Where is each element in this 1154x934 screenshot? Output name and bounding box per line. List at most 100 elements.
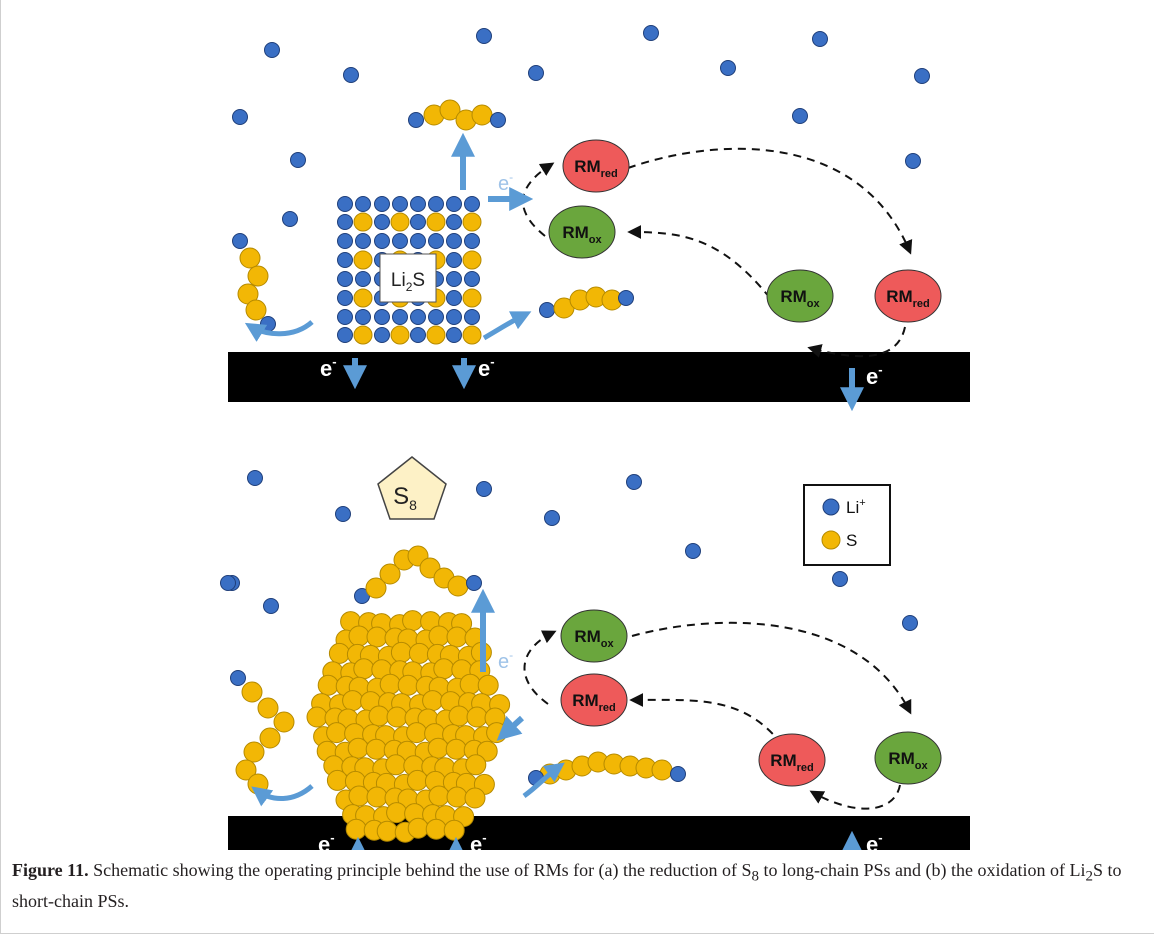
li-ion xyxy=(643,25,659,41)
li-ion xyxy=(392,233,408,249)
dash-arrow-top-arc xyxy=(627,147,913,255)
li-ion xyxy=(428,233,444,249)
li-ion xyxy=(626,474,642,490)
sulfur-atom xyxy=(342,690,364,712)
li-ion xyxy=(476,481,492,497)
li-ion xyxy=(720,60,736,76)
s8-pentagon xyxy=(377,456,447,520)
li-ion xyxy=(446,290,462,306)
sulfur-atom xyxy=(366,626,388,648)
sulfur-atom xyxy=(462,250,482,270)
blue-curve-right-top xyxy=(482,311,532,341)
sulfur-atom xyxy=(241,681,263,703)
legend-box xyxy=(803,484,891,566)
figure-caption: Figure 11. Schematic showing the operati… xyxy=(12,860,1122,911)
sulfur-atom xyxy=(259,727,281,749)
rm-ox-label: RMox xyxy=(780,287,820,310)
sulfur-atom xyxy=(402,610,424,632)
li-ion xyxy=(464,309,480,325)
sulfur-atom xyxy=(406,769,428,791)
rm-ox-label: RMox xyxy=(562,223,602,246)
li-ion xyxy=(355,196,371,212)
sulfur-atom xyxy=(247,265,269,287)
dash-arrow-bot-arc xyxy=(631,621,912,715)
li-ion xyxy=(446,271,462,287)
sulfur-atom xyxy=(273,711,295,733)
sulfur-atom xyxy=(446,786,468,808)
sulfur-atom xyxy=(459,673,481,695)
sulfur-atom xyxy=(379,673,401,695)
li-ion xyxy=(446,327,462,343)
li-ion xyxy=(490,112,506,128)
electron-label-bot-right: e- xyxy=(866,830,883,850)
dash-arrow-top-ox-left xyxy=(627,225,771,299)
sulfur-atom xyxy=(368,705,390,727)
sulfur-atom xyxy=(477,674,499,696)
rm-red-label: RMred xyxy=(770,751,814,774)
li-ion xyxy=(290,152,306,168)
li-ion xyxy=(410,309,426,325)
li-ion xyxy=(337,196,353,212)
li-ion xyxy=(220,575,236,591)
sulfur-atom xyxy=(390,325,410,345)
sulfur-atom xyxy=(443,819,465,841)
rm-ox-label: RMox xyxy=(888,749,928,772)
li-ion xyxy=(685,543,701,559)
li-ion xyxy=(539,302,555,318)
li2s-box xyxy=(379,253,437,303)
s8-cluster xyxy=(306,610,511,843)
sulfur-atom xyxy=(390,212,410,232)
li-ion xyxy=(337,233,353,249)
li-ion xyxy=(410,233,426,249)
sulfur-atom xyxy=(425,818,447,840)
rm-red-label: RMred xyxy=(572,691,616,714)
sulfur-atom xyxy=(462,325,482,345)
sulfur-atom xyxy=(365,738,387,760)
li-ion xyxy=(343,67,359,83)
li2s-label: Li2S xyxy=(391,270,425,294)
electron-label-top-left: e- xyxy=(320,354,337,381)
sulfur-atom xyxy=(379,563,401,585)
li-ion xyxy=(670,766,686,782)
blue-arrow-diag-bot xyxy=(496,715,525,741)
electron-label-bot-light: e- xyxy=(498,648,513,673)
dash-arrow-bot-red-left xyxy=(629,692,791,757)
dash-arrow-top-curve xyxy=(522,162,555,237)
sulfur-atom xyxy=(464,787,486,809)
dash-arrow-top-bottom xyxy=(807,326,906,358)
sulfur-atom xyxy=(446,626,468,648)
sulfur-atom xyxy=(353,250,373,270)
sulfur-atom xyxy=(348,785,370,807)
sulfur-atom xyxy=(328,642,350,664)
sulfur-atom xyxy=(390,641,412,663)
dash-arrow-bot-curve xyxy=(523,630,557,705)
sulfur-atom xyxy=(386,706,408,728)
li-ion xyxy=(232,109,248,125)
sulfur-atom xyxy=(326,722,348,744)
rm-ox-ellipse xyxy=(874,731,942,785)
li-ion xyxy=(446,196,462,212)
electron-label-bot-mid: e- xyxy=(470,830,487,850)
rm-red-label: RMred xyxy=(574,157,618,180)
legend-s-label: S xyxy=(846,531,857,550)
li-ion xyxy=(408,112,424,128)
blue-curve-left-top xyxy=(244,320,314,342)
li-ion xyxy=(335,506,351,522)
rm-ox-ellipse xyxy=(560,609,628,663)
li-ion xyxy=(264,42,280,58)
rm-red-ellipse xyxy=(874,269,942,323)
li-ion xyxy=(544,510,560,526)
legend-s-marker xyxy=(821,530,841,550)
li-ion xyxy=(446,214,462,230)
sulfur-atom xyxy=(445,738,467,760)
li-ion xyxy=(263,598,279,614)
electron-label-top-mid: e- xyxy=(478,354,495,381)
rm-red-ellipse xyxy=(758,733,826,787)
sulfur-atom xyxy=(433,658,455,680)
sulfur-atom xyxy=(353,658,375,680)
figure-label: Figure 11. xyxy=(12,860,89,880)
sulfur-atom xyxy=(462,288,482,308)
sulfur-atom xyxy=(448,705,470,727)
sulfur-atom xyxy=(376,820,398,842)
